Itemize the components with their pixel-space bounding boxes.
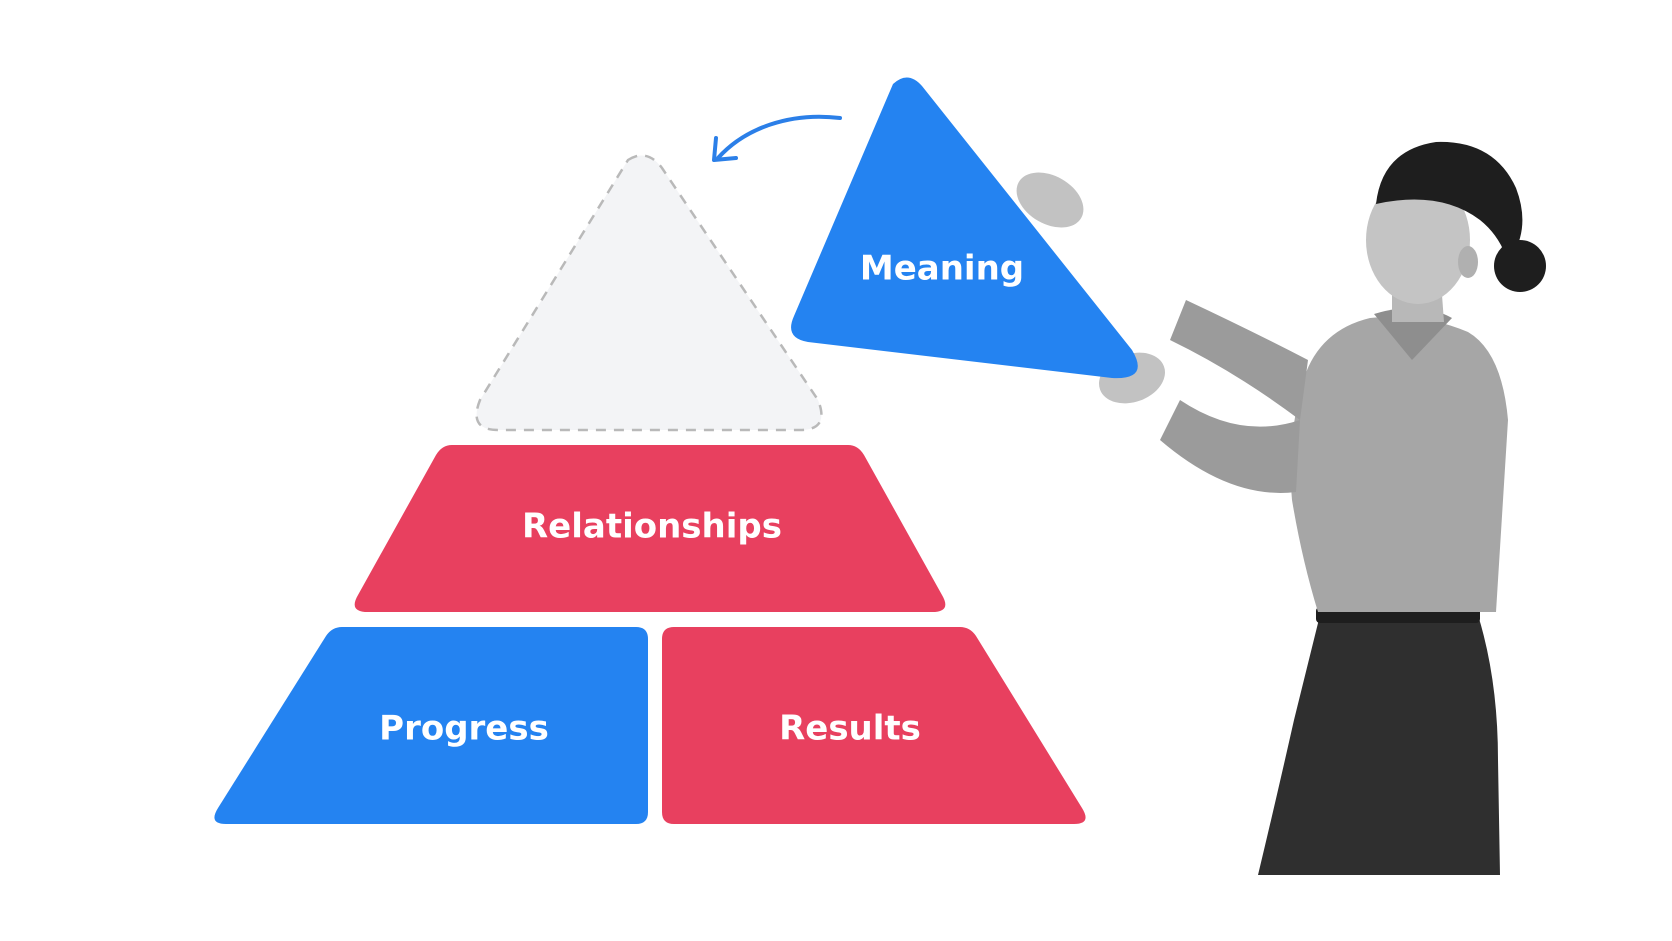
meaning-label: Meaning <box>860 249 1024 289</box>
person-lower-arm <box>1160 400 1300 493</box>
middle-band <box>354 445 946 612</box>
pyramid-top-placeholder <box>475 154 823 432</box>
person-hair-bun <box>1494 240 1546 292</box>
person-trousers <box>1258 615 1500 875</box>
bottom-right-label: Results <box>779 709 921 749</box>
floating-meaning-piece: Meaning <box>791 77 1138 379</box>
bottom-left-label: Progress <box>379 709 549 749</box>
person-upper-arm <box>1170 300 1308 420</box>
person-shirt <box>1290 316 1508 612</box>
pyramid-bottom-left-progress: Progress <box>214 627 648 824</box>
pyramid-middle-relationships: Relationships <box>354 445 946 612</box>
bottom-right-block <box>662 627 1086 824</box>
person-top-hand <box>1016 172 1084 228</box>
person-face <box>1366 176 1470 304</box>
person-ear <box>1458 246 1478 278</box>
placeholder-triangle <box>475 154 823 432</box>
pyramid-bottom-right-results: Results <box>662 627 1086 824</box>
person-illustration <box>1016 141 1546 875</box>
middle-band-label: Relationships <box>522 507 782 547</box>
meaning-triangle <box>791 77 1138 379</box>
curved-arrow-icon <box>712 114 842 162</box>
bottom-left-block <box>214 627 648 824</box>
person-hair <box>1376 141 1523 262</box>
